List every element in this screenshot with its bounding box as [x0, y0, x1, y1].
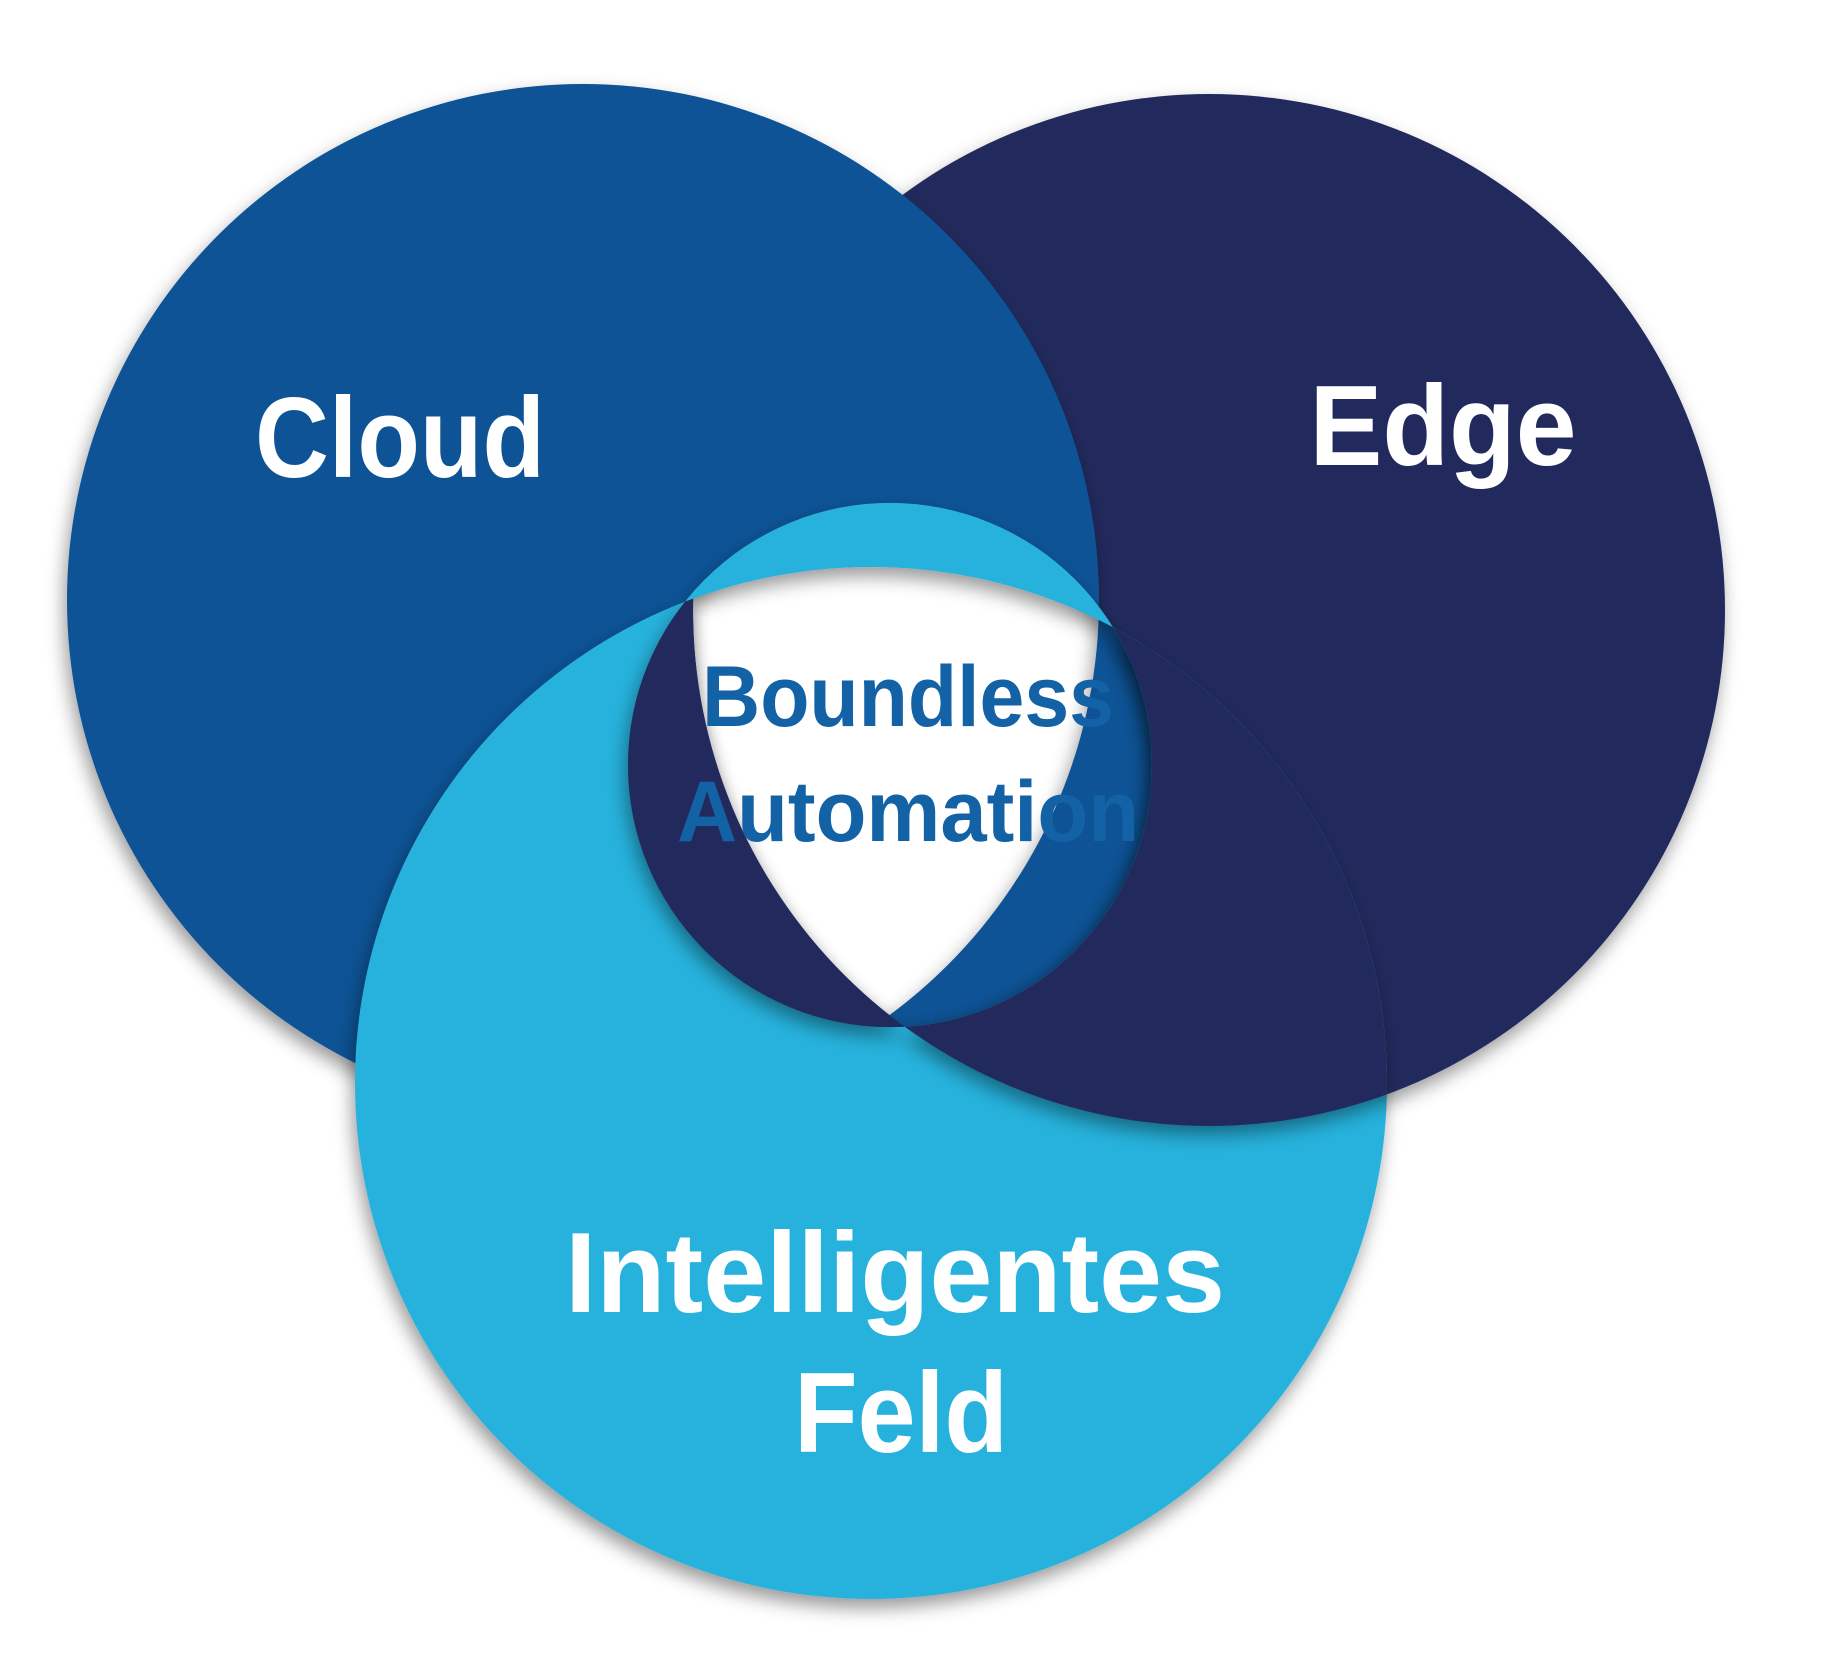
field-circle — [355, 502, 1387, 1599]
cloud-circle — [67, 84, 1152, 1116]
edge-label: Edge — [1310, 363, 1577, 490]
cloud-label: Cloud — [255, 375, 545, 502]
center-label-line2: Automation — [677, 764, 1139, 860]
field-label-line2: Feld — [794, 1350, 1008, 1477]
center-label-line1: Boundless — [702, 649, 1114, 745]
field-label-line1: Intelligentes — [565, 1210, 1225, 1337]
